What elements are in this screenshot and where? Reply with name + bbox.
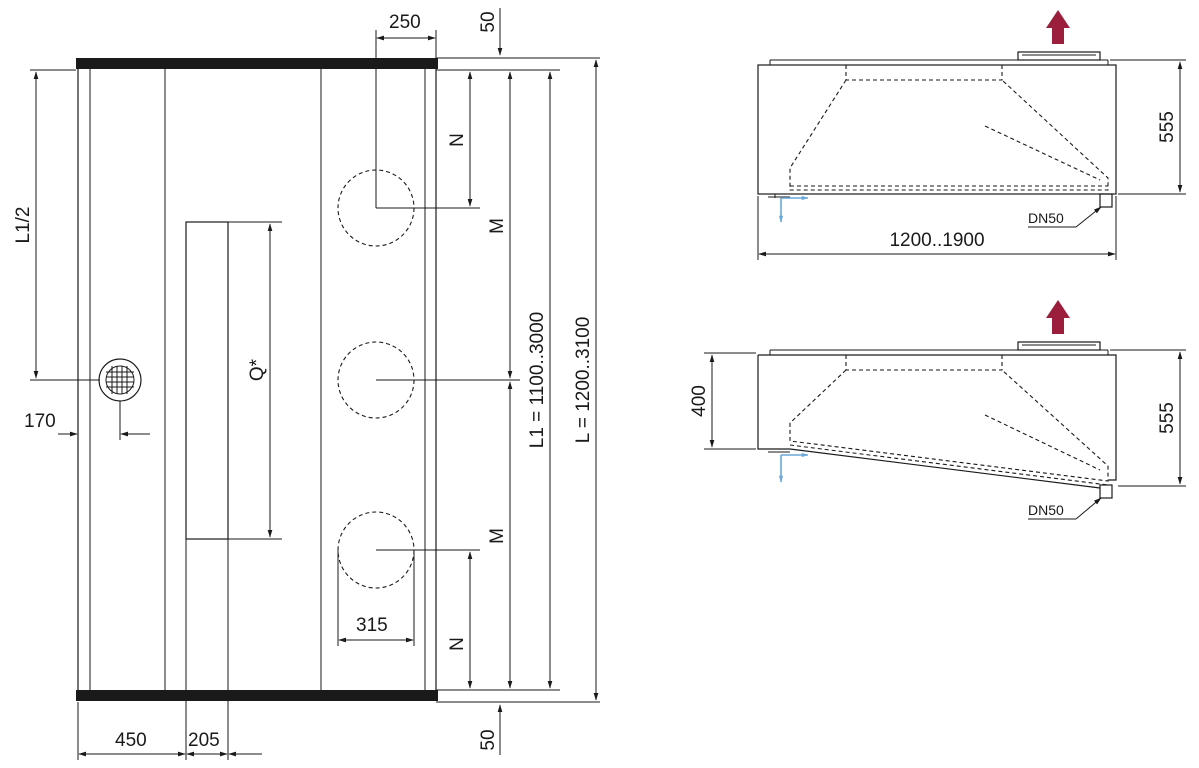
dim-q-text: Q* xyxy=(247,358,268,381)
dim-315-text: 315 xyxy=(356,615,388,636)
drain-pipe-bottom xyxy=(1099,484,1113,499)
drain-label-bottom: DN50 xyxy=(1028,502,1064,518)
dim-450-text: 450 xyxy=(115,730,147,751)
grille-icon xyxy=(98,358,142,402)
side-bottom-body xyxy=(757,354,1117,481)
dim-width-text: 1200..1900 xyxy=(889,230,984,251)
dim-50-top-text: 50 xyxy=(478,11,499,32)
dim-205-text: 205 xyxy=(188,730,220,751)
drain-pipe-top xyxy=(1099,193,1113,208)
dim-250-text: 250 xyxy=(389,12,421,33)
drain-label-top: DN50 xyxy=(1028,210,1064,226)
dim-l-text: L = 1200..3100 xyxy=(573,317,594,444)
plan-view: L1/2 170 250 50 N M M N L1 = 1100..3000 xyxy=(13,8,600,760)
exhaust-arrow-icon xyxy=(1046,10,1070,44)
dim-half-length-text: L1/2 xyxy=(13,207,34,244)
dim-170-text: 170 xyxy=(24,411,56,432)
top-end-bar xyxy=(76,58,438,69)
dim-l1-text: L1 = 1100..3000 xyxy=(527,312,548,448)
dim-555-bottom-text: 555 xyxy=(1157,402,1178,434)
dim-400-text: 400 xyxy=(689,385,710,417)
light-panel xyxy=(185,221,229,540)
dim-m-bottom-text: M xyxy=(487,528,508,544)
exhaust-arrow-bottom-icon xyxy=(1046,300,1070,334)
side-view-top: 555 1200..1900 DN50 xyxy=(757,10,1186,260)
side-view-bottom: 400 555 DN50 xyxy=(689,300,1186,520)
dim-n-top-text: N xyxy=(447,133,468,147)
dim-m-top-text: M xyxy=(487,218,508,234)
exhaust-collar-top xyxy=(1017,51,1101,61)
exhaust-collar-bottom xyxy=(1017,341,1101,351)
dim-50-bottom-text: 50 xyxy=(478,729,499,750)
dim-555-top-text: 555 xyxy=(1157,111,1178,143)
bottom-end-bar xyxy=(76,690,438,701)
side-top-body xyxy=(757,64,1117,195)
dim-n-bottom-text: N xyxy=(447,637,468,651)
